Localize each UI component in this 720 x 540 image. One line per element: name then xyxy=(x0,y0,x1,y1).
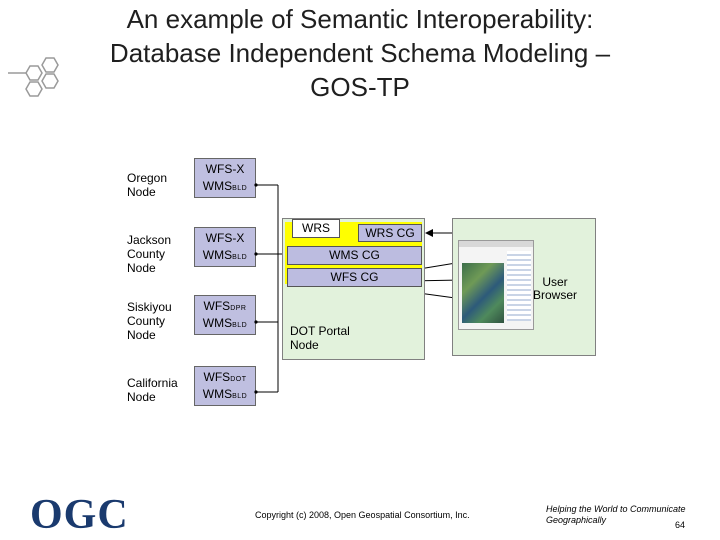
service-sub: DOT xyxy=(230,376,247,383)
california-node-label-line: Node xyxy=(127,390,156,404)
california-service-box: WFSDOT WMSBLD xyxy=(194,366,256,406)
user-browser-label-line: Browser xyxy=(532,288,577,302)
wrs-cg-box: WRS CG xyxy=(358,224,422,242)
siskiyou-service-box: WFSDPR WMSBLD xyxy=(194,295,256,335)
page-number: 64 xyxy=(675,520,686,530)
tagline-line: Geographically xyxy=(546,515,607,525)
siskiyou-node-label-line: Siskiyou xyxy=(127,300,172,314)
browser-screenshot-image xyxy=(458,240,534,330)
title-line-3: GOS-TP xyxy=(310,72,410,102)
browser-sidebar-image xyxy=(507,251,531,321)
oregon-node-label-line: Oregon xyxy=(127,171,168,185)
map-image xyxy=(462,263,504,323)
slide-title: An example of Semantic Interoperability:… xyxy=(40,2,680,104)
oregon-service-box: WFS-X WMSBLD xyxy=(194,158,256,198)
service-line: WFS xyxy=(203,299,231,313)
service-sub: BLD xyxy=(232,393,248,400)
title-line-2: Database Independent Schema Modeling – xyxy=(109,38,611,68)
dot-portal-label: DOT Portal Node xyxy=(290,324,350,352)
service-sub: BLD xyxy=(232,322,248,329)
dot-portal-label-line: Node xyxy=(290,338,319,352)
jackson-node-label: Jackson County Node xyxy=(127,233,171,275)
california-node-label-line: California xyxy=(127,376,178,390)
oregon-node-label-line: Node xyxy=(127,185,156,199)
siskiyou-node-label-line: County xyxy=(127,314,166,328)
wfs-cg-box: WFS CG xyxy=(287,268,422,287)
jackson-service-box: WFS-X WMSBLD xyxy=(194,227,256,267)
california-node-label: California Node xyxy=(127,376,178,404)
user-browser-label-line: User xyxy=(542,275,568,289)
dot-portal-label-line: DOT Portal xyxy=(290,324,350,338)
browser-toolbar xyxy=(459,241,533,247)
jackson-node-label-line: Jackson xyxy=(127,233,172,247)
wms-cg-box: WMS CG xyxy=(287,246,422,265)
hexagon-decoration-icon xyxy=(8,57,59,97)
service-line: WMS xyxy=(202,248,233,262)
title-line-1: An example of Semantic Interoperability: xyxy=(126,4,594,34)
wrs-box: WRS xyxy=(292,219,340,238)
service-line: WMS xyxy=(202,179,233,193)
service-sub: DPR xyxy=(230,305,247,312)
ogc-logo: OGC xyxy=(30,492,129,538)
service-line: WMS xyxy=(202,387,233,401)
copyright-text: Copyright (c) 2008, Open Geospatial Cons… xyxy=(255,510,470,520)
service-line: WMS xyxy=(202,316,233,330)
service-sub: BLD xyxy=(232,185,248,192)
service-line: WFS xyxy=(203,370,231,384)
siskiyou-node-label-line: Node xyxy=(127,328,156,342)
jackson-node-label-line: Node xyxy=(127,261,156,275)
tagline-line: Helping the World to Communicate xyxy=(546,504,686,514)
siskiyou-node-label: Siskiyou County Node xyxy=(127,300,172,342)
service-line: WFS-X xyxy=(205,231,245,245)
service-line: WFS-X xyxy=(205,162,245,176)
tagline: Helping the World to Communicate Geograp… xyxy=(546,504,686,526)
service-sub: BLD xyxy=(232,254,248,261)
user-browser-label: User Browser xyxy=(530,276,580,302)
oregon-node-label: Oregon Node xyxy=(127,171,167,199)
jackson-node-label-line: County xyxy=(127,247,166,261)
